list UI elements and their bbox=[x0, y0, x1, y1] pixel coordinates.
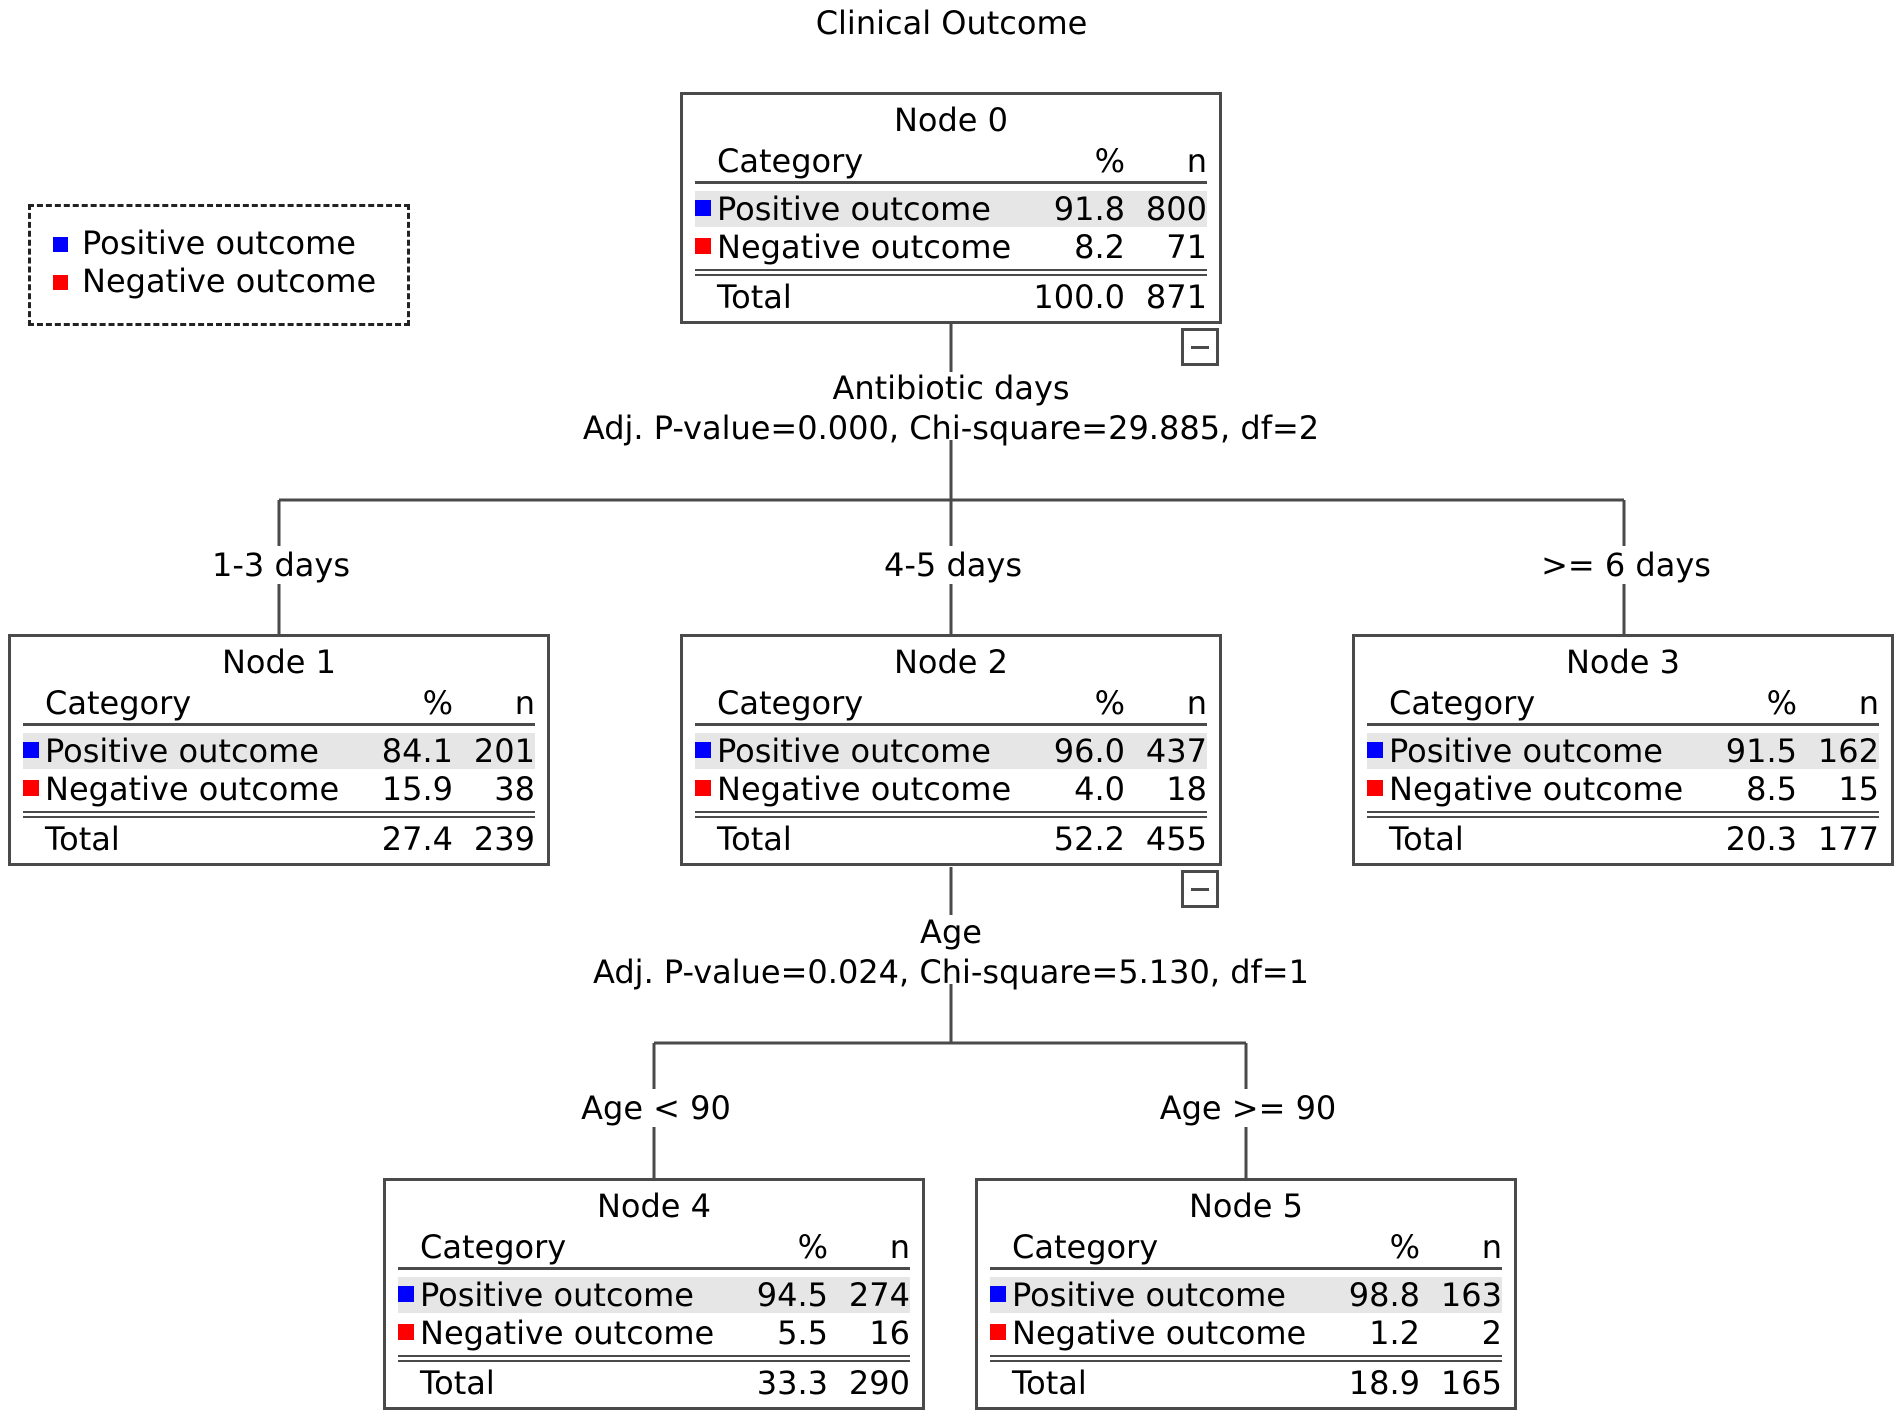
divider bbox=[695, 723, 1207, 726]
edge-label-1-3-days: 1-3 days bbox=[179, 546, 383, 584]
node-title: Node 5 bbox=[1188, 1187, 1304, 1225]
table-row-positive: Positive outcome 94.5 274 bbox=[398, 1277, 910, 1313]
divider bbox=[695, 274, 1207, 276]
split-variable: Antibiotic days bbox=[832, 369, 1070, 407]
divider bbox=[695, 811, 1207, 813]
divider bbox=[398, 1355, 910, 1357]
negative-swatch bbox=[1367, 780, 1383, 796]
edge-label-4-5-days: 4-5 days bbox=[851, 546, 1055, 584]
edge-label-6-plus-days: >= 6 days bbox=[1524, 546, 1728, 584]
table-row-negative: Negative outcome 15.9 38 bbox=[23, 771, 535, 807]
divider bbox=[1367, 811, 1879, 813]
divider bbox=[990, 1360, 1502, 1362]
table-row-negative: Negative outcome 5.5 16 bbox=[398, 1315, 910, 1351]
negative-swatch bbox=[398, 1324, 414, 1340]
node-title: Node 3 bbox=[1565, 643, 1681, 681]
table-header: Category % n bbox=[717, 684, 1207, 722]
split-stats: Adj. P-value=0.024, Chi-square=5.130, df… bbox=[593, 953, 1309, 991]
divider bbox=[990, 1267, 1502, 1270]
negative-swatch bbox=[695, 780, 711, 796]
divider bbox=[990, 1355, 1502, 1357]
table-row-negative: Negative outcome 1.2 2 bbox=[990, 1315, 1502, 1351]
divider bbox=[695, 269, 1207, 271]
legend-item-negative: Negative outcome bbox=[53, 263, 376, 299]
tree-title: Clinical Outcome bbox=[815, 4, 1088, 42]
legend-item-positive: Positive outcome bbox=[53, 225, 356, 261]
table-row-total: Total 18.9 165 bbox=[1012, 1364, 1502, 1402]
node-3[interactable]: Node 3 Category % n Positive outcome 91.… bbox=[1352, 634, 1894, 866]
positive-swatch bbox=[1367, 742, 1383, 758]
table-row-total: Total 33.3 290 bbox=[420, 1364, 910, 1402]
table-row-negative: Negative outcome 4.0 18 bbox=[695, 771, 1207, 807]
legend: Positive outcome Negative outcome bbox=[28, 204, 410, 326]
table-header: Category % n bbox=[1012, 1228, 1502, 1266]
negative-swatch bbox=[990, 1324, 1006, 1340]
table-row-positive: Positive outcome 84.1 201 bbox=[23, 733, 535, 769]
node-title: Node 2 bbox=[893, 643, 1009, 681]
divider bbox=[23, 811, 535, 813]
node-title: Node 0 bbox=[893, 101, 1009, 139]
negative-swatch bbox=[23, 780, 39, 796]
positive-swatch bbox=[23, 742, 39, 758]
node-title: Node 1 bbox=[221, 643, 337, 681]
table-row-positive: Positive outcome 98.8 163 bbox=[990, 1277, 1502, 1313]
table-row-total: Total 52.2 455 bbox=[717, 820, 1207, 858]
split-variable: Age bbox=[920, 913, 982, 951]
node-title: Node 4 bbox=[596, 1187, 712, 1225]
table-row-positive: Positive outcome 91.5 162 bbox=[1367, 733, 1879, 769]
split-stats: Adj. P-value=0.000, Chi-square=29.885, d… bbox=[582, 409, 1320, 447]
table-header: Category % n bbox=[45, 684, 535, 722]
positive-swatch bbox=[695, 200, 711, 216]
collapse-node-2-button[interactable] bbox=[1181, 870, 1219, 908]
table-row-negative: Negative outcome 8.2 71 bbox=[695, 229, 1207, 265]
positive-swatch bbox=[990, 1286, 1006, 1302]
negative-swatch bbox=[53, 275, 68, 290]
table-row-positive: Positive outcome 96.0 437 bbox=[695, 733, 1207, 769]
table-row-total: Total 100.0 871 bbox=[717, 278, 1207, 316]
divider bbox=[398, 1267, 910, 1270]
negative-swatch bbox=[695, 238, 711, 254]
positive-swatch bbox=[53, 237, 68, 252]
divider bbox=[23, 816, 535, 818]
table-row-negative: Negative outcome 8.5 15 bbox=[1367, 771, 1879, 807]
divider bbox=[398, 1360, 910, 1362]
divider bbox=[1367, 816, 1879, 818]
table-row-total: Total 20.3 177 bbox=[1389, 820, 1879, 858]
divider bbox=[23, 723, 535, 726]
edge-label-age-under-90: Age < 90 bbox=[554, 1089, 758, 1127]
positive-swatch bbox=[695, 742, 711, 758]
node-4[interactable]: Node 4 Category % n Positive outcome 94.… bbox=[383, 1178, 925, 1410]
node-0[interactable]: Node 0 Category % n Positive outcome 91.… bbox=[680, 92, 1222, 324]
table-header: Category % n bbox=[420, 1228, 910, 1266]
node-2[interactable]: Node 2 Category % n Positive outcome 96.… bbox=[680, 634, 1222, 866]
table-header: Category % n bbox=[717, 142, 1207, 180]
node-5[interactable]: Node 5 Category % n Positive outcome 98.… bbox=[975, 1178, 1517, 1410]
table-row-positive: Positive outcome 91.8 800 bbox=[695, 191, 1207, 227]
collapse-node-0-button[interactable] bbox=[1181, 328, 1219, 366]
node-1[interactable]: Node 1 Category % n Positive outcome 84.… bbox=[8, 634, 550, 866]
divider bbox=[695, 181, 1207, 184]
table-header: Category % n bbox=[1389, 684, 1879, 722]
table-row-total: Total 27.4 239 bbox=[45, 820, 535, 858]
edge-label-age-90-plus: Age >= 90 bbox=[1146, 1089, 1350, 1127]
divider bbox=[1367, 723, 1879, 726]
split-info-0: Antibiotic days Adj. P-value=0.000, Chi-… bbox=[451, 368, 1451, 448]
divider bbox=[695, 816, 1207, 818]
split-info-1: Age Adj. P-value=0.024, Chi-square=5.130… bbox=[451, 912, 1451, 992]
positive-swatch bbox=[398, 1286, 414, 1302]
